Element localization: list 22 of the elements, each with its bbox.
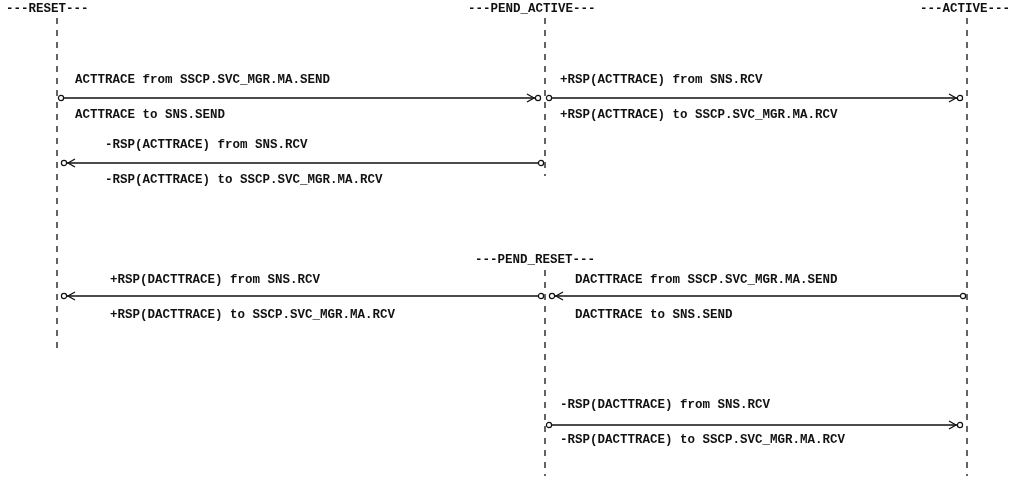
state-label: ---PEND_RESET---: [475, 253, 596, 267]
message-label: DACTTRACE from SSCP.SVC_MGR.MA.SEND: [575, 273, 838, 287]
arrow: [57, 93, 542, 103]
state-label: ---ACTIVE---: [920, 2, 1010, 16]
message-label: -RSP(ACTTRACE) to SSCP.SVC_MGR.MA.RCV: [105, 173, 383, 187]
message-label: -RSP(ACTTRACE) from SNS.RCV: [105, 138, 308, 152]
message-label: +RSP(DACTTRACE) from SNS.RCV: [110, 273, 321, 287]
message-label: +RSP(ACTTRACE) to SSCP.SVC_MGR.MA.RCV: [560, 108, 838, 122]
state-label: ---PEND_ACTIVE---: [468, 2, 596, 16]
message-label: -RSP(DACTTRACE) from SNS.RCV: [560, 398, 771, 412]
state-label: ---RESET---: [6, 2, 89, 16]
message-label: ACTTRACE to SNS.SEND: [75, 108, 226, 122]
message-label: ACTTRACE from SSCP.SVC_MGR.MA.SEND: [75, 73, 331, 87]
arrow: [545, 93, 964, 103]
message-label: +RSP(DACTTRACE) to SSCP.SVC_MGR.MA.RCV: [110, 308, 396, 322]
message-label: -RSP(DACTTRACE) to SSCP.SVC_MGR.MA.RCV: [560, 433, 846, 447]
message-label: +RSP(ACTTRACE) from SNS.RCV: [560, 73, 763, 87]
arrow: [548, 291, 967, 301]
arrow: [545, 420, 964, 430]
arrow: [60, 158, 545, 168]
message-label: DACTTRACE to SNS.SEND: [575, 308, 733, 322]
arrow: [60, 291, 545, 301]
